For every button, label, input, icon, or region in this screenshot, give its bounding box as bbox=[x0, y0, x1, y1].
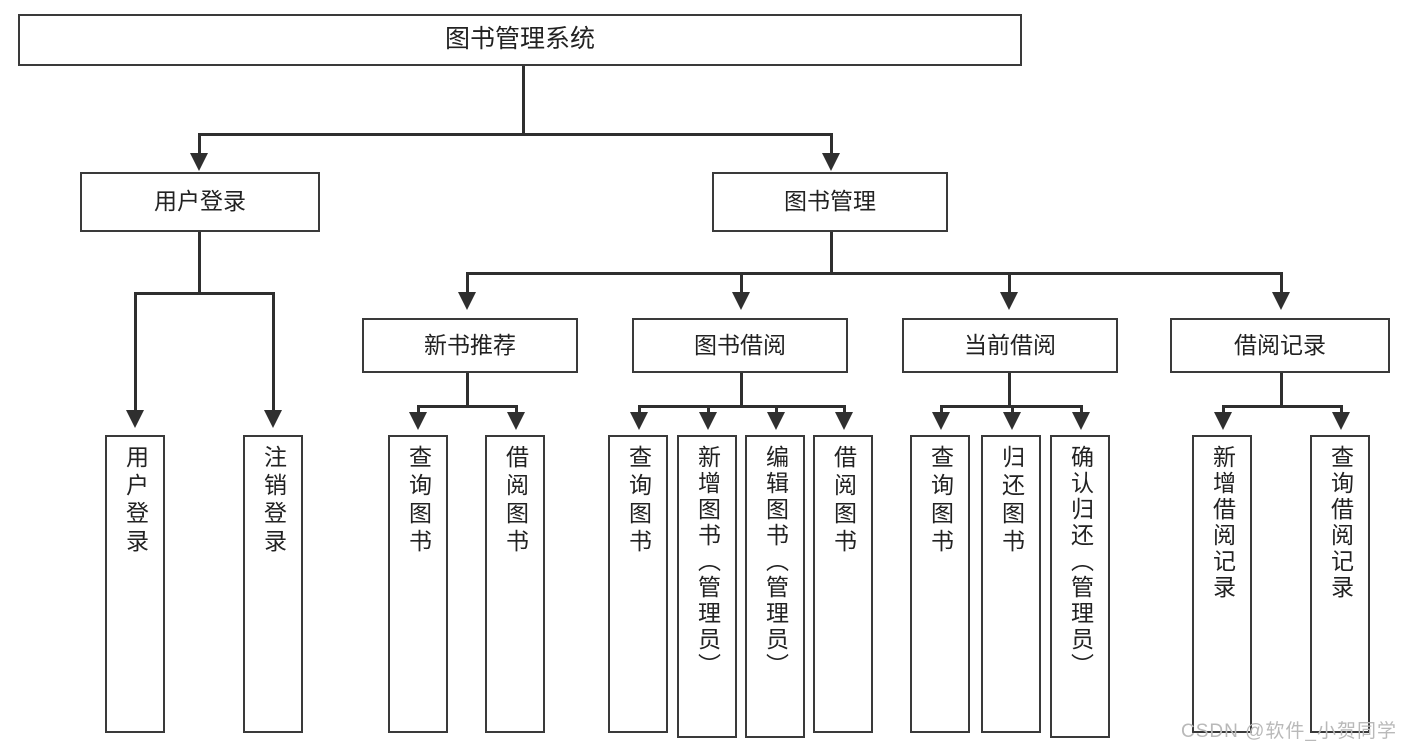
arrow-to-borrow-record bbox=[1272, 292, 1290, 310]
node-label: 用户登录 bbox=[154, 188, 246, 215]
connector-bookmgmt-stem bbox=[830, 232, 833, 272]
connector-root-drop-left bbox=[198, 133, 201, 155]
connector-userlogin-bus bbox=[134, 292, 272, 295]
node-label: 当前借阅 bbox=[964, 331, 1056, 358]
leaf-query-book-recommend[interactable]: 查询图书 bbox=[388, 435, 448, 733]
node-label: 用户登录 bbox=[122, 445, 149, 557]
arrow-to-leaf-query-borrow-record bbox=[1332, 412, 1350, 430]
connector-currentborrow-drop-3 bbox=[1080, 405, 1083, 413]
node-label: 新增借阅记录 bbox=[1209, 445, 1236, 601]
node-book-borrow[interactable]: 图书借阅 bbox=[632, 318, 848, 373]
arrow-to-leaf-borrow-book-recommend bbox=[507, 412, 525, 430]
arrow-to-leaf-borrow-book bbox=[835, 412, 853, 430]
node-label: 图书借阅 bbox=[694, 331, 786, 358]
arrow-to-current-borrow bbox=[1000, 292, 1018, 310]
node-label: 查询图书 bbox=[625, 445, 652, 557]
node-label: 查询借阅记录 bbox=[1327, 445, 1354, 601]
connector-bookborrow-drop-2 bbox=[707, 405, 710, 413]
node-label: 归还图书 bbox=[998, 445, 1025, 557]
arrow-to-book-management bbox=[822, 153, 840, 171]
connector-currentborrow-stem bbox=[1008, 373, 1011, 405]
node-label: 借阅记录 bbox=[1234, 331, 1326, 358]
arrow-to-leaf-user-login bbox=[126, 410, 144, 428]
node-label: 编辑图书（管理员） bbox=[762, 445, 789, 679]
connector-recommend-drop-2 bbox=[515, 405, 518, 413]
connector-borrowrecord-drop-1 bbox=[1222, 405, 1225, 413]
connector-bookborrow-drop-4 bbox=[843, 405, 846, 413]
connector-borrowrecord-drop-2 bbox=[1340, 405, 1343, 413]
leaf-return-book[interactable]: 归还图书 bbox=[981, 435, 1041, 733]
connector-bookborrow-stem bbox=[740, 373, 743, 405]
node-label: 确认归还（管理员） bbox=[1067, 445, 1094, 679]
connector-currentborrow-bus bbox=[940, 405, 1080, 408]
node-label: 图书管理系统 bbox=[444, 25, 595, 54]
connector-bookmgmt-drop-2 bbox=[740, 272, 743, 294]
arrow-to-leaf-query-book-current bbox=[932, 412, 950, 430]
node-label: 查询图书 bbox=[405, 445, 432, 557]
connector-bookmgmt-drop-4 bbox=[1280, 272, 1283, 294]
connector-borrowrecord-bus bbox=[1222, 405, 1340, 408]
node-label: 新增图书（管理员） bbox=[694, 445, 721, 679]
node-label: 借阅图书 bbox=[830, 445, 857, 557]
connector-bookborrow-bus bbox=[638, 405, 843, 408]
connector-currentborrow-drop-1 bbox=[940, 405, 943, 413]
arrow-to-new-book-recommend bbox=[458, 292, 476, 310]
arrow-to-leaf-return-book bbox=[1003, 412, 1021, 430]
leaf-confirm-return-admin[interactable]: 确认归还（管理员） bbox=[1050, 435, 1110, 738]
arrow-to-leaf-query-book-recommend bbox=[409, 412, 427, 430]
node-label: 新书推荐 bbox=[424, 331, 516, 358]
connector-bookmgmt-bus bbox=[466, 272, 1280, 275]
connector-borrowrecord-stem bbox=[1280, 373, 1283, 405]
leaf-borrow-book-recommend[interactable]: 借阅图书 bbox=[485, 435, 545, 733]
connector-root-bus bbox=[198, 133, 830, 136]
leaf-add-book-admin[interactable]: 新增图书（管理员） bbox=[677, 435, 737, 738]
leaf-query-borrow-record[interactable]: 查询借阅记录 bbox=[1310, 435, 1370, 733]
arrow-to-leaf-add-book-admin bbox=[699, 412, 717, 430]
node-book-management[interactable]: 图书管理 bbox=[712, 172, 948, 232]
leaf-query-book-current[interactable]: 查询图书 bbox=[910, 435, 970, 733]
connector-bookmgmt-drop-1 bbox=[466, 272, 469, 294]
connector-currentborrow-drop-2 bbox=[1011, 405, 1014, 413]
node-current-borrow[interactable]: 当前借阅 bbox=[902, 318, 1118, 373]
leaf-query-book-borrow[interactable]: 查询图书 bbox=[608, 435, 668, 733]
csdn-watermark: CSDN @软件_小贺同学 bbox=[1181, 721, 1397, 742]
arrow-to-leaf-query-book-borrow bbox=[630, 412, 648, 430]
node-root-system[interactable]: 图书管理系统 bbox=[18, 14, 1022, 66]
leaf-logout[interactable]: 注销登录 bbox=[243, 435, 303, 733]
connector-userlogin-drop-2 bbox=[272, 292, 275, 412]
connector-root-stem bbox=[522, 66, 525, 133]
arrow-to-leaf-add-borrow-record bbox=[1214, 412, 1232, 430]
arrow-to-leaf-edit-book-admin bbox=[767, 412, 785, 430]
leaf-add-borrow-record[interactable]: 新增借阅记录 bbox=[1192, 435, 1252, 733]
arrow-to-leaf-confirm-return-admin bbox=[1072, 412, 1090, 430]
node-label: 查询图书 bbox=[927, 445, 954, 557]
node-borrow-record[interactable]: 借阅记录 bbox=[1170, 318, 1390, 373]
node-label: 图书管理 bbox=[784, 188, 876, 215]
connector-userlogin-stem bbox=[198, 232, 201, 292]
connector-userlogin-drop-1 bbox=[134, 292, 137, 412]
arrow-to-leaf-logout bbox=[264, 410, 282, 428]
arrow-to-user-login bbox=[190, 153, 208, 171]
connector-bookmgmt-drop-3 bbox=[1008, 272, 1011, 294]
connector-recommend-drop-1 bbox=[417, 405, 420, 413]
connector-recommend-stem bbox=[466, 373, 469, 405]
connector-bookborrow-drop-3 bbox=[775, 405, 778, 413]
leaf-borrow-book[interactable]: 借阅图书 bbox=[813, 435, 873, 733]
leaf-user-login[interactable]: 用户登录 bbox=[105, 435, 165, 733]
leaf-edit-book-admin[interactable]: 编辑图书（管理员） bbox=[745, 435, 805, 738]
node-user-login[interactable]: 用户登录 bbox=[80, 172, 320, 232]
connector-bookborrow-drop-1 bbox=[638, 405, 641, 413]
node-label: 注销登录 bbox=[260, 445, 287, 557]
connector-root-drop-right bbox=[830, 133, 833, 155]
connector-recommend-bus bbox=[417, 405, 515, 408]
node-label: 借阅图书 bbox=[502, 445, 529, 557]
node-new-book-recommend[interactable]: 新书推荐 bbox=[362, 318, 578, 373]
arrow-to-book-borrow bbox=[732, 292, 750, 310]
